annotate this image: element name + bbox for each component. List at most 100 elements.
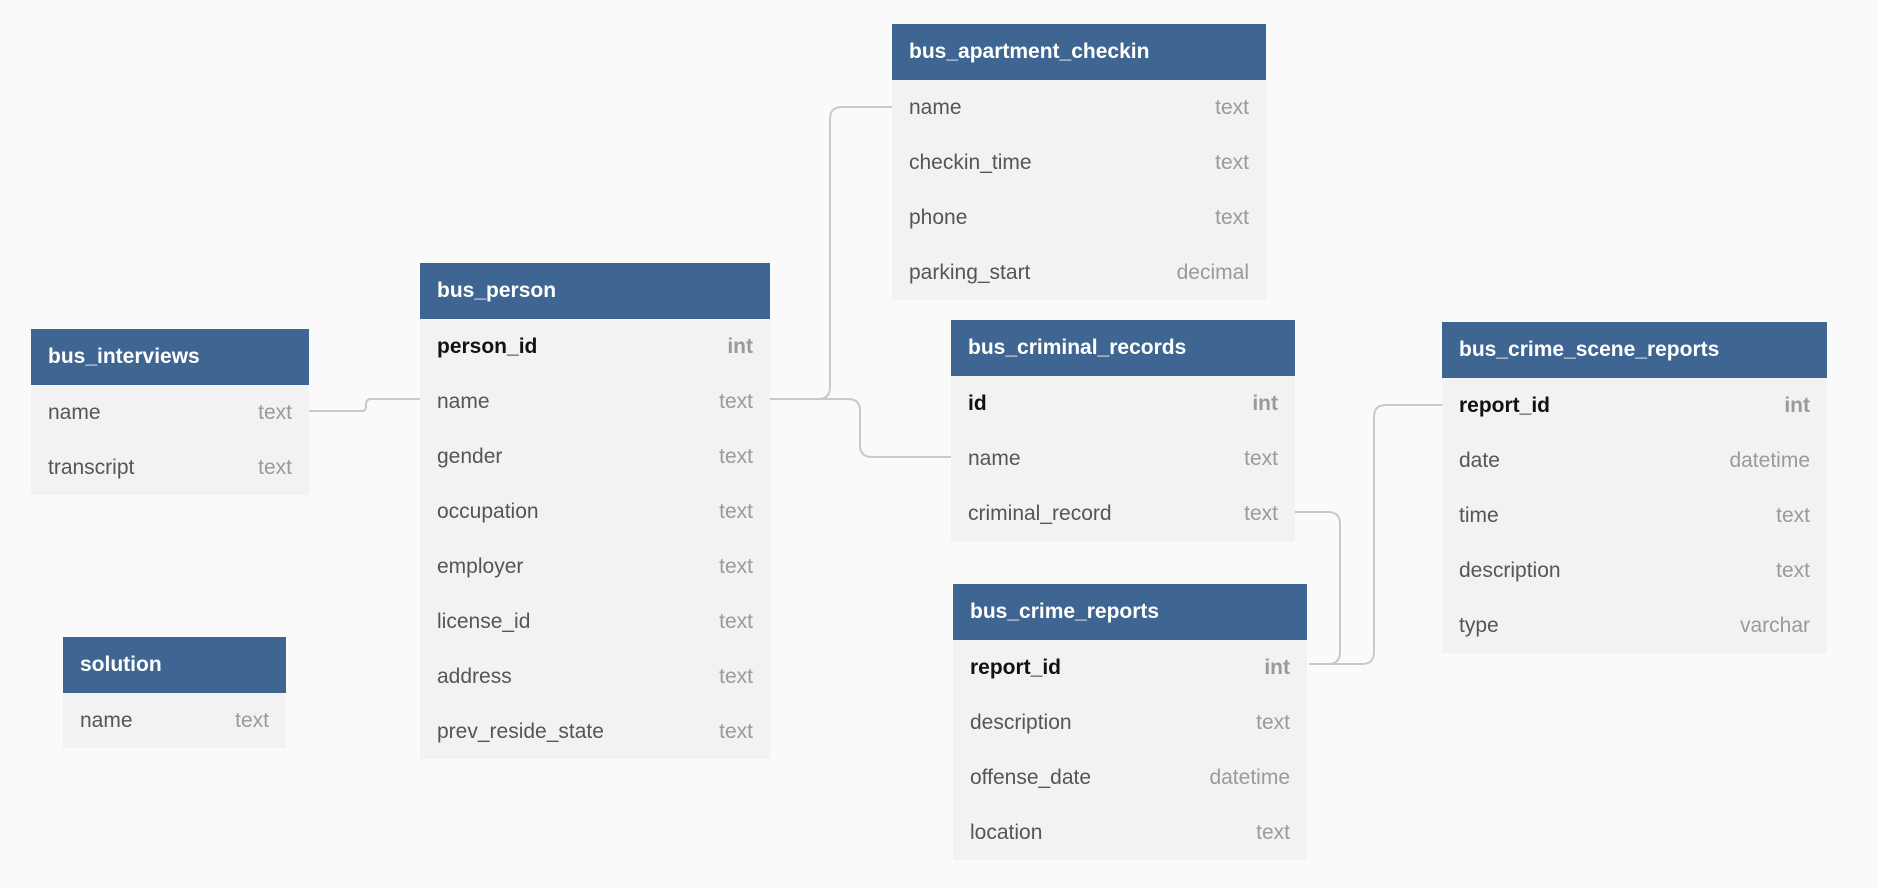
column-name: license_id (437, 609, 531, 633)
table-column-row[interactable]: location text (953, 805, 1307, 860)
table-column-row[interactable]: address text (420, 649, 770, 704)
column-type: datetime (1209, 765, 1290, 789)
column-type: text (1244, 501, 1278, 525)
column-name: time (1459, 503, 1499, 527)
table-column-row[interactable]: name text (892, 80, 1266, 135)
column-type: text (719, 389, 753, 413)
column-type: text (719, 609, 753, 633)
table-solution[interactable]: solution name text (63, 637, 286, 748)
column-name: offense_date (970, 765, 1092, 789)
column-name: employer (437, 554, 524, 578)
column-name: report_id (970, 655, 1062, 679)
column-type: text (1776, 503, 1810, 527)
table-header[interactable]: solution (63, 637, 286, 693)
table-column-row[interactable]: type varchar (1442, 598, 1827, 653)
table-column-row[interactable]: phone text (892, 190, 1266, 245)
table-header[interactable]: bus_crime_reports (953, 584, 1307, 640)
relationship-line (770, 106, 892, 400)
table-bus-person[interactable]: bus_person person_id int name text gender t… (420, 263, 770, 759)
table-column-row[interactable]: report_id int (1442, 378, 1827, 433)
column-type: int (1252, 391, 1278, 415)
table-column-row[interactable]: time text (1442, 488, 1827, 543)
column-type: text (1776, 558, 1810, 582)
table-column-row[interactable]: id int (951, 376, 1295, 431)
table-column-row[interactable]: date datetime (1442, 433, 1827, 488)
table-bus-apartment-checkin[interactable]: bus_apartment_checkin name text checkin_t… (892, 24, 1266, 300)
table-column-row[interactable]: occupation text (420, 484, 770, 539)
table-column-row[interactable]: prev_reside_state text (420, 704, 770, 759)
table-header[interactable]: bus_person (420, 263, 770, 319)
table-header[interactable]: bus_interviews (31, 329, 309, 385)
table-column-row[interactable]: person_id int (420, 319, 770, 374)
column-name: location (970, 820, 1043, 844)
column-type: text (1215, 95, 1249, 119)
column-name: name (968, 446, 1021, 470)
column-type: text (1215, 150, 1249, 174)
column-type: decimal (1176, 260, 1249, 284)
table-bus-crime-scene-reports[interactable]: bus_crime_scene_reports report_id int dat… (1442, 322, 1827, 653)
relationship-line (770, 398, 951, 458)
table-bus-criminal-records[interactable]: bus_criminal_records id int name text crim… (951, 320, 1295, 541)
column-type: datetime (1729, 448, 1810, 472)
column-name: id (968, 391, 987, 415)
column-name: name (80, 708, 133, 732)
column-type: text (1256, 710, 1290, 734)
column-name: name (437, 389, 490, 413)
column-name: phone (909, 205, 968, 229)
column-name: criminal_record (968, 501, 1112, 525)
column-type: text (719, 554, 753, 578)
table-column-row[interactable]: parking_start decimal (892, 245, 1266, 300)
column-name: report_id (1459, 393, 1551, 417)
table-column-row[interactable]: name text (951, 431, 1295, 486)
column-type: int (1784, 393, 1810, 417)
column-type: text (719, 444, 753, 468)
table-bus-crime-reports[interactable]: bus_crime_reports report_id int descripti… (953, 584, 1307, 860)
table-column-row[interactable]: transcript text (31, 440, 309, 495)
column-name: name (48, 400, 101, 424)
column-name: type (1459, 613, 1499, 637)
table-column-row[interactable]: report_id int (953, 640, 1307, 695)
column-type: text (719, 499, 753, 523)
column-name: name (909, 95, 962, 119)
table-column-row[interactable]: name text (31, 385, 309, 440)
column-name: gender (437, 444, 503, 468)
table-column-row[interactable]: description text (953, 695, 1307, 750)
table-column-row[interactable]: license_id text (420, 594, 770, 649)
column-type: int (1264, 655, 1290, 679)
column-type: text (235, 708, 269, 732)
column-type: text (719, 664, 753, 688)
column-name: date (1459, 448, 1500, 472)
relationship-line (1309, 404, 1442, 665)
column-name: occupation (437, 499, 539, 523)
column-type: text (258, 455, 292, 479)
relationship-line (309, 398, 420, 412)
table-column-row[interactable]: criminal_record text (951, 486, 1295, 541)
column-name: checkin_time (909, 150, 1032, 174)
column-name: description (1459, 558, 1561, 582)
column-name: address (437, 664, 512, 688)
column-type: text (258, 400, 292, 424)
table-bus-interviews[interactable]: bus_interviews name text transcript text (31, 329, 309, 495)
table-column-row[interactable]: checkin_time text (892, 135, 1266, 190)
column-type: varchar (1739, 613, 1810, 637)
table-column-row[interactable]: name text (63, 693, 286, 748)
table-column-row[interactable]: gender text (420, 429, 770, 484)
table-header[interactable]: bus_criminal_records (951, 320, 1295, 376)
table-column-row[interactable]: employer text (420, 539, 770, 594)
table-header[interactable]: bus_crime_scene_reports (1442, 322, 1827, 378)
table-column-row[interactable]: description text (1442, 543, 1827, 598)
table-column-row[interactable]: offense_date datetime (953, 750, 1307, 805)
column-name: transcript (48, 455, 135, 479)
column-name: parking_start (909, 260, 1031, 284)
column-type: text (1256, 820, 1290, 844)
table-column-row[interactable]: name text (420, 374, 770, 429)
column-type: text (719, 719, 753, 743)
column-name: prev_reside_state (437, 719, 604, 743)
column-type: text (1215, 205, 1249, 229)
column-name: person_id (437, 334, 538, 358)
table-header[interactable]: bus_apartment_checkin (892, 24, 1266, 80)
column-type: text (1244, 446, 1278, 470)
column-type: int (727, 334, 753, 358)
column-name: description (970, 710, 1072, 734)
